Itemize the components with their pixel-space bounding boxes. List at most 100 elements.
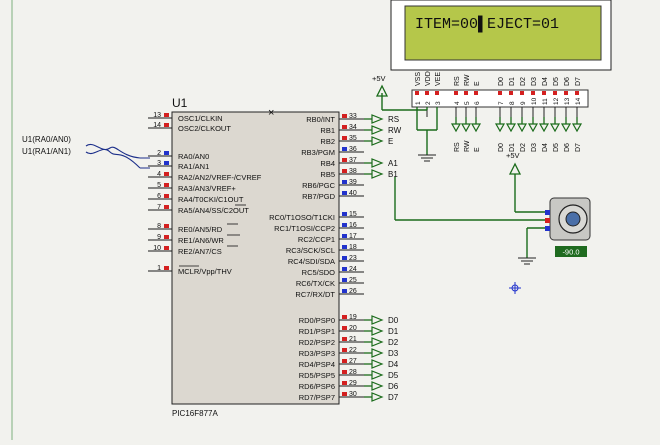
mcu-left-pin-number: 5 (157, 182, 161, 189)
mcu-right-pin-number: 18 (349, 244, 357, 251)
mcu-right-pin-name: RD7/PSP7 (299, 393, 335, 402)
mcu-net-arrow (371, 125, 384, 135)
lcd-pin-number: 2 (425, 101, 432, 105)
mcu-left-pin-marker (164, 266, 169, 270)
mcu-left-pin-marker (164, 194, 169, 198)
lcd-net-label: D7 (575, 143, 582, 152)
mcu-right-pin-name: RD6/PSP6 (299, 382, 335, 391)
lcd-net-arrow (494, 123, 506, 133)
mcu-right-pin-marker (342, 348, 347, 352)
mcu-left-pin-number: 13 (153, 112, 161, 119)
lcd-display-text: ITEM=00▌EJECT=01 (415, 15, 559, 33)
motor-pin (545, 218, 550, 223)
mcu-right-pin-marker (342, 125, 347, 129)
mcu-right-pin-number: 15 (349, 211, 357, 218)
mcu-net-arrow (371, 392, 384, 402)
mcu-right-pin-marker (342, 114, 347, 118)
lcd-pin-number: 6 (474, 101, 481, 105)
lcd-pin-marker (425, 91, 429, 95)
mcu-right-pin-name: RB2 (320, 137, 335, 146)
motor-angle-box (555, 246, 587, 257)
mcu-net-arrow (371, 326, 384, 336)
lcd-screen (404, 5, 602, 61)
lcd-module[interactable]: ITEM=00▌EJECT=01 VSS1VDD2VEE3RS4RSRW5RWE… (372, 0, 612, 152)
mcu-left-pin-name: OSC2/CLKOUT (178, 124, 231, 133)
mcu-right-pin-marker (342, 158, 347, 162)
mcu-right-pin-name: RC1/T1OSI/CCP2 (274, 224, 335, 233)
mcu-right-pin-number: 29 (349, 380, 357, 387)
lcd-pin-marker (498, 91, 502, 95)
mcu-net-label: A1 (388, 159, 398, 168)
mcu-left-pin-number: 14 (153, 122, 161, 129)
mcu-net-arrow (371, 315, 384, 325)
mcu-right-pin-marker (342, 256, 347, 260)
mcu-right-pin-number: 19 (349, 314, 357, 321)
mcu-right-pin-number: 16 (349, 222, 357, 229)
mcu-right-pin-number: 23 (349, 255, 357, 262)
mcu-part: PIC16F877A (172, 409, 218, 418)
lcd-net-arrow (470, 123, 482, 133)
mcu-right-pin-name: RC2/CCP1 (298, 235, 335, 244)
mcu-right-pin-name: RB6/PGC (302, 181, 336, 190)
mcu-net-arrow (371, 381, 384, 391)
lcd-pin-number: 3 (435, 101, 442, 105)
mcu-right-pin-name: RD2/PSP2 (299, 338, 335, 347)
mcu-left-pin-marker (164, 246, 169, 250)
mcu-right-pin-name: RD3/PSP3 (299, 349, 335, 358)
mcu-left-pin-number: 7 (157, 204, 161, 211)
motor-hub (565, 211, 581, 227)
mcu-right-pin-name: RC4/SDI/SDA (288, 257, 335, 266)
mcu-left-pin-name: RA4/T0CKI/C1OUT (178, 195, 244, 204)
lcd-pin-marker (454, 91, 458, 95)
mcu-left-pin-number: 6 (157, 193, 161, 200)
lcd-pin-name: D4 (542, 77, 549, 86)
lcd-pin-name: VEE (435, 72, 442, 86)
mcu-right-pin-number: 35 (349, 135, 357, 142)
mcu-origin-marker: × (268, 107, 274, 119)
probe-wire-ra0 (85, 144, 141, 159)
motor[interactable]: +5V -90.0 (394, 151, 591, 265)
mcu-left-pin-marker (164, 235, 169, 239)
lcd-pin-number: 1 (415, 101, 422, 105)
lcd-pin-name: D0 (498, 77, 505, 86)
lcd-power-wiring (375, 84, 438, 162)
lcd-pin-marker (575, 91, 579, 95)
mcu-right-pin-number: 38 (349, 168, 357, 175)
mcu-left-pin-name: RA1/AN1 (178, 162, 209, 171)
mcu-right-pin-number: 30 (349, 391, 357, 398)
mcu-net-label: RS (388, 115, 399, 124)
lcd-pin-marker (509, 91, 513, 95)
lcd-pin-number: 10 (531, 97, 538, 105)
mcu-net-arrow (371, 359, 384, 369)
mcu-left-pin-number: 4 (157, 171, 161, 178)
motor-pin (545, 226, 550, 231)
mcu-right-pin-number: 40 (349, 190, 357, 197)
mcu-left-pin-name: RE1/AN6/WR (178, 236, 224, 245)
mcu-net-arrow (371, 348, 384, 358)
analog-inputs: U1(RA0/AN0) U1(RA1/AN1) (22, 135, 150, 169)
mcu-right-pin-marker (342, 370, 347, 374)
mcu-right-pin-number: 34 (349, 124, 357, 131)
mcu-right-pin-marker (342, 212, 347, 216)
lcd-pin-number: 4 (454, 101, 461, 105)
mcu-right-pin-number: 36 (349, 146, 357, 153)
mcu-right-pin-name: RB1 (320, 126, 335, 135)
lcd-pin-number: 12 (553, 97, 560, 105)
mcu-right-pin-marker (342, 245, 347, 249)
mcu-right-pin-number: 17 (349, 233, 357, 240)
mcu-right-pin-marker (342, 191, 347, 195)
mcu-right-pin-number: 22 (349, 347, 357, 354)
lcd-pin-name: D5 (553, 77, 560, 86)
mcu-left-pin-marker (164, 224, 169, 228)
mcu-left-pin-number: 10 (153, 245, 161, 252)
mcu-left-pin-marker (164, 205, 169, 209)
mcu-right-pin-name: RC3/SCK/SCL (286, 246, 335, 255)
mcu-right-pin-number: 26 (349, 288, 357, 295)
lcd-net-label: E (474, 147, 481, 152)
mcu-right-pin-name: RD4/PSP4 (299, 360, 335, 369)
mcu-net-label: E (388, 137, 393, 146)
mcu-net-arrow (371, 114, 384, 124)
mcu-right-pin-marker (342, 234, 347, 238)
